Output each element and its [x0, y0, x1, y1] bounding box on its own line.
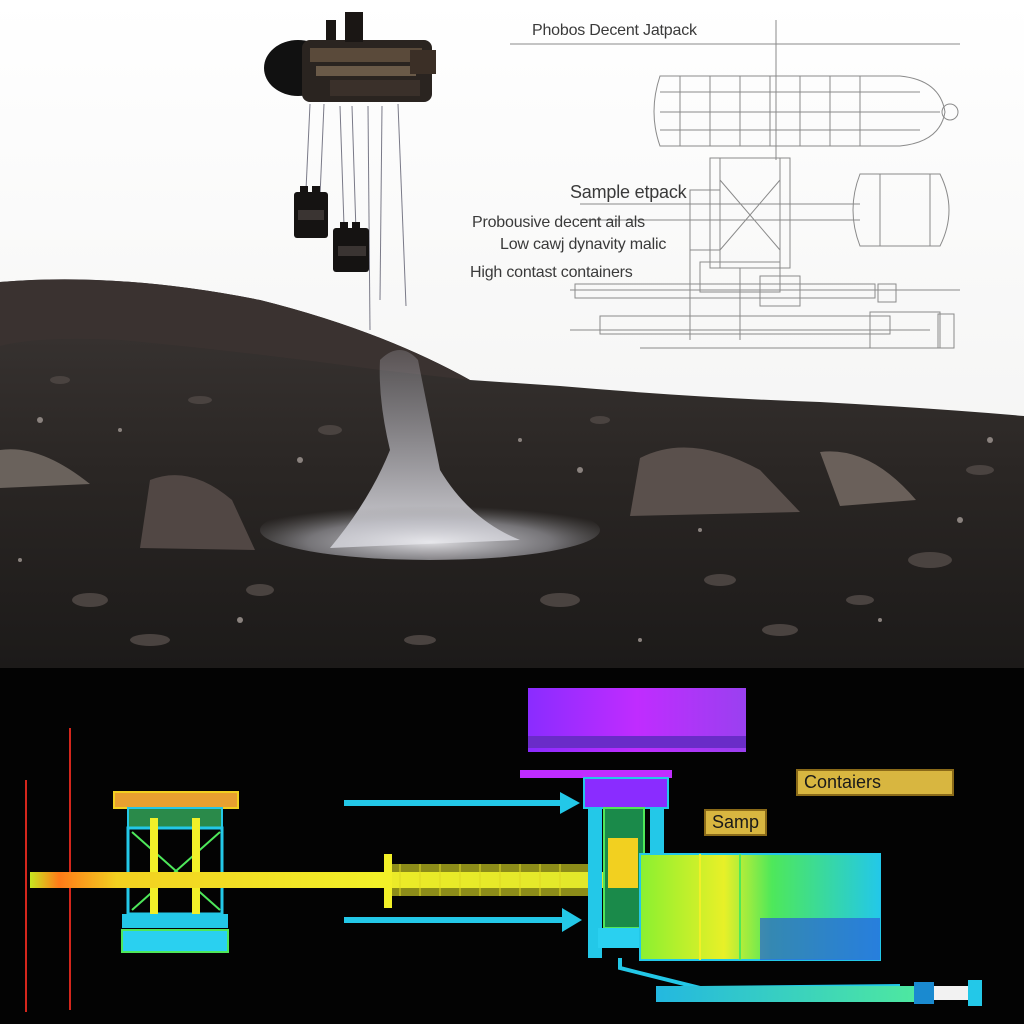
pebbles — [18, 417, 993, 642]
dust-plume — [330, 350, 520, 548]
blueprint-title: Phobos Decent Jatpack — [532, 22, 697, 39]
blueprint-label: Sample etpack — [570, 182, 687, 202]
left-hub-assembly — [113, 791, 239, 953]
thermal-diagram — [25, 688, 982, 1012]
arrow-right-icon — [344, 908, 582, 932]
mount-plate — [520, 770, 672, 778]
containers-tag: Contaiers — [796, 769, 954, 796]
base-rail — [618, 958, 982, 1006]
sample-container-icon — [639, 853, 881, 961]
thermal-schematic-panel: Contaiers Samp — [0, 668, 1024, 1024]
ground-terrain — [0, 279, 1024, 668]
shaft-collar — [384, 854, 392, 908]
blueprint-label: Low cawj dynavity malic — [500, 236, 667, 253]
blueprint-label: High contast containers — [470, 264, 633, 281]
rocks — [0, 376, 994, 646]
sample-tag: Samp — [704, 809, 768, 836]
jetpack-lander-icon — [264, 12, 436, 331]
photo-panel: Phobos Decent Jatpack Sample etpack Prob… — [0, 0, 1024, 668]
landscape-illustration — [0, 0, 1024, 668]
blueprint-label: Probousive decent ail als — [472, 214, 645, 231]
ridge — [0, 279, 470, 380]
arrow-right-icon — [344, 792, 580, 814]
blueprint-drawing — [510, 20, 960, 349]
dust-cloud — [260, 500, 600, 560]
